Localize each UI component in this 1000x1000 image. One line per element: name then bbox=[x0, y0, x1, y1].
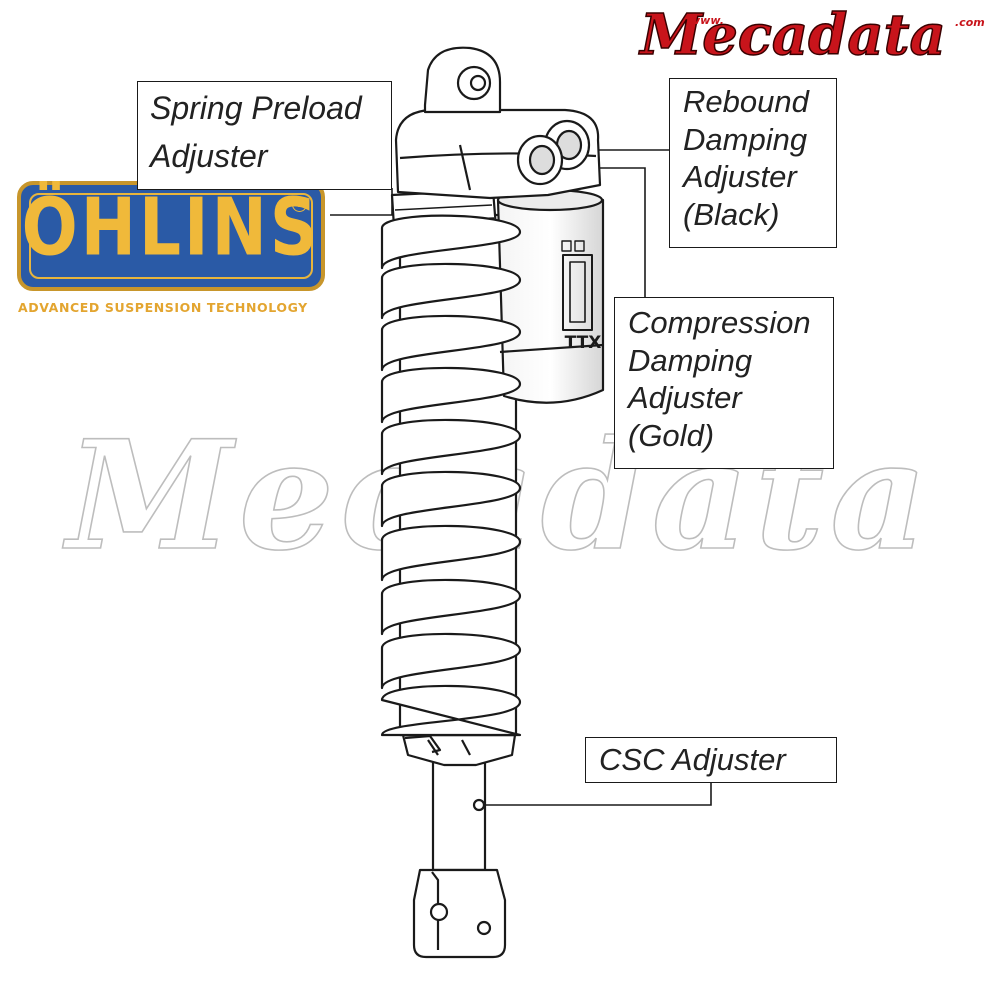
callout-line: Damping bbox=[628, 342, 753, 378]
mecadata-logo-prefix: www. bbox=[690, 14, 724, 27]
ohlins-logo: ÖHLINS ® bbox=[17, 181, 325, 291]
callout-line: Damping bbox=[683, 121, 808, 157]
ohlins-logo-text: ÖHLINS bbox=[21, 181, 321, 274]
compression-leader bbox=[582, 167, 646, 297]
ohlins-tagline: ADVANCED SUSPENSION TECHNOLOGY bbox=[18, 300, 308, 315]
callout-line: (Black) bbox=[683, 196, 780, 232]
callout-line: Spring Preload bbox=[150, 90, 362, 126]
bottom-spring-seat bbox=[401, 733, 517, 767]
callout-compression-damping: Compression Damping Adjuster (Gold) bbox=[614, 297, 834, 469]
callout-csc-adjuster: CSC Adjuster bbox=[585, 737, 837, 783]
csc-leader bbox=[484, 783, 712, 806]
callout-rebound-damping: Rebound Damping Adjuster (Black) bbox=[669, 78, 837, 248]
mecadata-logo-suffix: .com bbox=[955, 16, 985, 29]
preload-leader bbox=[330, 188, 393, 216]
bottom-clevis bbox=[412, 868, 507, 959]
callout-spring-preload: Spring Preload Adjuster bbox=[137, 81, 392, 190]
callout-line: CSC Adjuster bbox=[599, 742, 786, 777]
mecadata-logo-text: Mecadata bbox=[638, 2, 946, 68]
callout-line: Rebound bbox=[683, 84, 809, 119]
callout-line: Compression bbox=[628, 305, 811, 340]
reservoir-ttx-label: TTX bbox=[565, 333, 602, 353]
registered-mark: ® bbox=[292, 197, 307, 212]
ohlins-logo-inner-border bbox=[29, 193, 313, 279]
callout-line: Adjuster bbox=[628, 380, 742, 415]
mecadata-header-logo: Mecadata www. .com bbox=[637, 1, 985, 69]
csc-adjuster-dot bbox=[472, 798, 486, 812]
bottom-mount-hole bbox=[429, 902, 449, 922]
callout-line: Adjuster bbox=[683, 159, 797, 194]
callout-line: Adjuster bbox=[150, 138, 268, 174]
coil-spring bbox=[380, 214, 522, 737]
shock-shaft bbox=[431, 758, 487, 872]
callout-line: (Gold) bbox=[628, 417, 715, 453]
